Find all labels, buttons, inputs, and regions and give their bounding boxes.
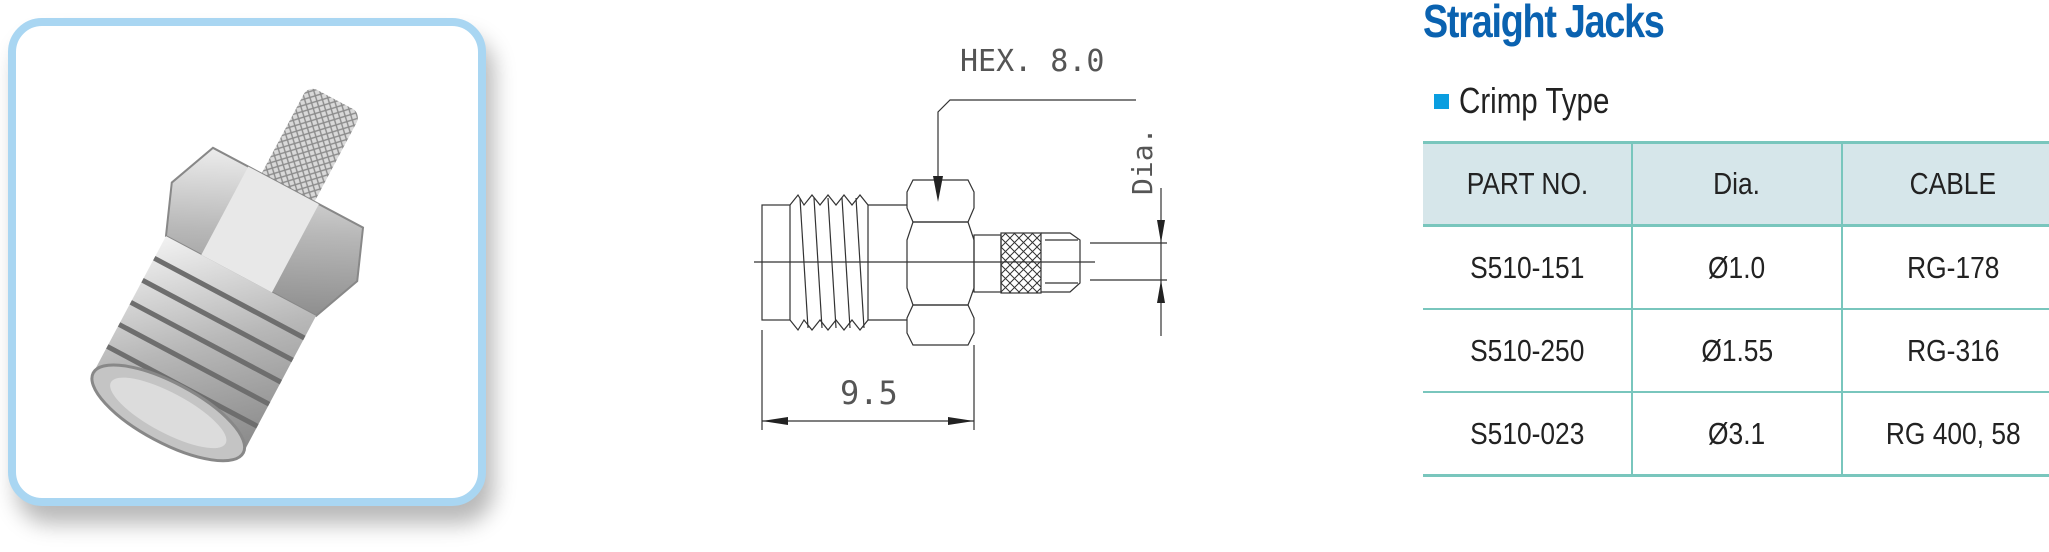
table-row: S510-023 Ø3.1 RG 400, 58 — [1423, 392, 2049, 477]
part-no-cell: S510-250 — [1423, 309, 1632, 393]
page-title: Straight Jacks — [1423, 0, 1665, 47]
dia-cell: Ø1.55 — [1631, 309, 1842, 393]
cable-cell: RG-316 — [1841, 309, 2049, 393]
header-text: Dia. — [1713, 166, 1761, 201]
cell-text: Ø3.1 — [1708, 415, 1766, 451]
cell-text: S510-250 — [1469, 332, 1585, 368]
cell-text: RG-316 — [1906, 332, 2000, 368]
subtitle-text: Crimp Type — [1459, 80, 1610, 121]
dia-cell: Ø1.0 — [1631, 225, 1842, 310]
dia-dimension-label: Dia. — [1126, 128, 1159, 195]
table-row: S510-250 Ø1.55 RG-316 — [1423, 309, 2049, 393]
table-row: S510-151 Ø1.0 RG-178 — [1423, 225, 2049, 310]
cell-text: RG-178 — [1906, 249, 2000, 285]
cell-text: S510-151 — [1469, 249, 1585, 285]
hex-dimension-label: HEX. 8.0 — [960, 44, 1105, 79]
cell-text: RG 400, 58 — [1885, 415, 2021, 451]
header-text: CABLE — [1909, 166, 1997, 201]
product-photo-card — [8, 18, 486, 506]
column-header-dia: Dia. — [1631, 141, 1842, 227]
column-header-cable: CABLE — [1841, 141, 2049, 227]
header-text: PART NO. — [1466, 166, 1588, 201]
part-no-cell: S510-151 — [1423, 225, 1632, 310]
cell-text: S510-023 — [1469, 415, 1585, 451]
connector-photo-icon — [90, 88, 365, 463]
column-header-part-no: PART NO. — [1423, 141, 1632, 227]
spec-table: PART NO. Dia. CABLE S510-151 Ø1.0 RG-178… — [1423, 141, 2049, 477]
dia-cell: Ø3.1 — [1631, 392, 1842, 477]
square-bullet-icon — [1434, 93, 1449, 109]
cable-cell: RG-178 — [1841, 225, 2049, 310]
technical-drawing: HEX. 8.0 9.5 Dia. — [754, 44, 1167, 430]
cell-text: Ø1.55 — [1701, 332, 1773, 368]
part-no-cell: S510-023 — [1423, 392, 1632, 477]
cell-text: Ø1.0 — [1708, 249, 1766, 285]
cable-cell: RG 400, 58 — [1841, 392, 2049, 477]
length-dimension-label: 9.5 — [840, 374, 898, 412]
table-header-row: PART NO. Dia. CABLE — [1423, 141, 2049, 227]
section-subtitle: Crimp Type — [1434, 80, 1642, 122]
